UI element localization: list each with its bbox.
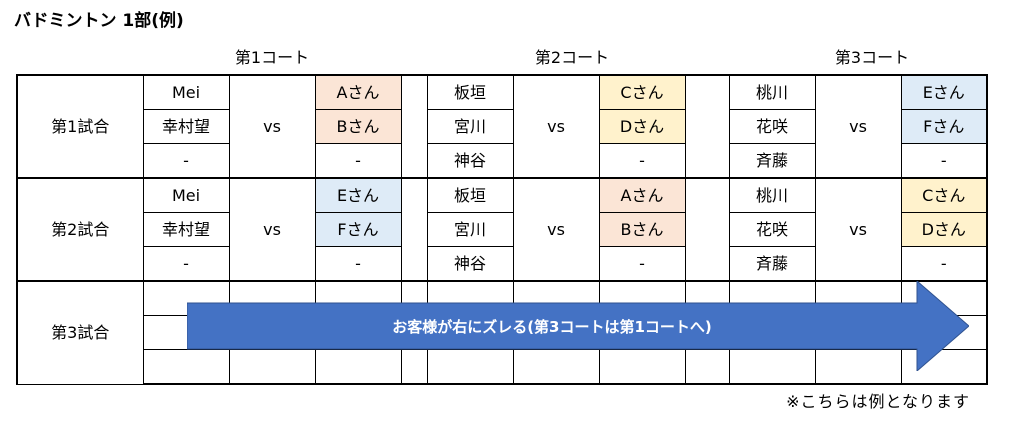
game-label: 第3試合 — [16, 280, 144, 385]
table-row — [17, 349, 988, 385]
guest-cell: - — [598, 246, 686, 282]
player-cell: 桃川 — [728, 177, 816, 213]
court-gap — [400, 74, 428, 179]
guest-cell: Dさん — [598, 109, 686, 144]
guest-cell: Aさん — [314, 74, 402, 110]
player-cell: 宮川 — [426, 212, 514, 247]
guest-cell: Cさん — [598, 74, 686, 110]
player-cell: 神谷 — [426, 143, 514, 179]
arrow-label: お客様が右にズレる(第3コートは第1コートへ) — [392, 317, 712, 336]
player-cell: 斉藤 — [728, 246, 816, 282]
example-note: ※こちらは例となります — [786, 392, 970, 411]
guest-cell: - — [900, 246, 988, 282]
guest-cell: Bさん — [314, 109, 402, 144]
guest-cell: - — [900, 143, 988, 179]
player-cell: 花咲 — [728, 212, 816, 247]
guest-cell: - — [598, 143, 686, 179]
guest-cell: Eさん — [900, 74, 988, 110]
guest-cell: Dさん — [900, 212, 988, 247]
shift-arrow: お客様が右にズレる(第3コートは第1コートへ) — [187, 281, 969, 371]
player-cell: 幸村望 — [142, 109, 230, 144]
vs-label: vs — [512, 177, 600, 282]
player-cell: - — [142, 246, 230, 282]
empty-cell — [228, 349, 316, 385]
court-1-header: 第1コート — [234, 48, 310, 67]
page-title: バドミントン 1部(例) — [14, 11, 184, 31]
player-cell: 神谷 — [426, 246, 514, 282]
vs-label: vs — [228, 74, 316, 179]
player-cell: Mei — [142, 74, 230, 110]
table-row: 幸村望 Bさん宮川 Dさん 花咲 Fさん — [17, 109, 988, 144]
court-gap — [684, 177, 730, 282]
table-row: --神谷-斉藤- — [17, 246, 988, 282]
player-cell: - — [142, 143, 230, 179]
player-cell: 板垣 — [426, 177, 514, 213]
empty-cell — [728, 349, 816, 385]
vs-label: vs — [814, 177, 902, 282]
guest-cell: Eさん — [314, 177, 402, 213]
game-label: 第2試合 — [16, 177, 144, 282]
player-cell: 斉藤 — [728, 143, 816, 179]
empty-cell — [142, 349, 230, 385]
empty-cell — [512, 349, 600, 385]
arrow-shape — [187, 281, 969, 371]
empty-cell — [400, 349, 428, 385]
court-gap — [400, 177, 428, 282]
player-cell: 花咲 — [728, 109, 816, 144]
player-cell: Mei — [142, 177, 230, 213]
court-3-header: 第3コート — [834, 48, 910, 67]
guest-cell: Fさん — [900, 109, 988, 144]
guest-cell: Aさん — [598, 177, 686, 213]
court-gap — [684, 74, 730, 179]
player-cell: 幸村望 — [142, 212, 230, 247]
guest-cell: Fさん — [314, 212, 402, 247]
guest-cell: Cさん — [900, 177, 988, 213]
vs-label: vs — [814, 74, 902, 179]
guest-cell: - — [314, 143, 402, 179]
empty-cell — [598, 349, 686, 385]
court-2-header: 第2コート — [534, 48, 610, 67]
player-cell: 宮川 — [426, 109, 514, 144]
empty-cell — [900, 349, 988, 385]
vs-label: vs — [512, 74, 600, 179]
vs-label: vs — [228, 177, 316, 282]
guest-cell: - — [314, 246, 402, 282]
table-row: --神谷-斉藤- — [17, 143, 988, 179]
empty-cell — [814, 349, 902, 385]
game-label: 第1試合 — [16, 74, 144, 179]
player-cell: 板垣 — [426, 74, 514, 110]
guest-cell: Bさん — [598, 212, 686, 247]
empty-cell — [426, 349, 514, 385]
player-cell: 桃川 — [728, 74, 816, 110]
empty-cell — [314, 349, 402, 385]
table-row: 幸村望 Fさん宮川 Bさん 花咲 Dさん — [17, 212, 988, 247]
